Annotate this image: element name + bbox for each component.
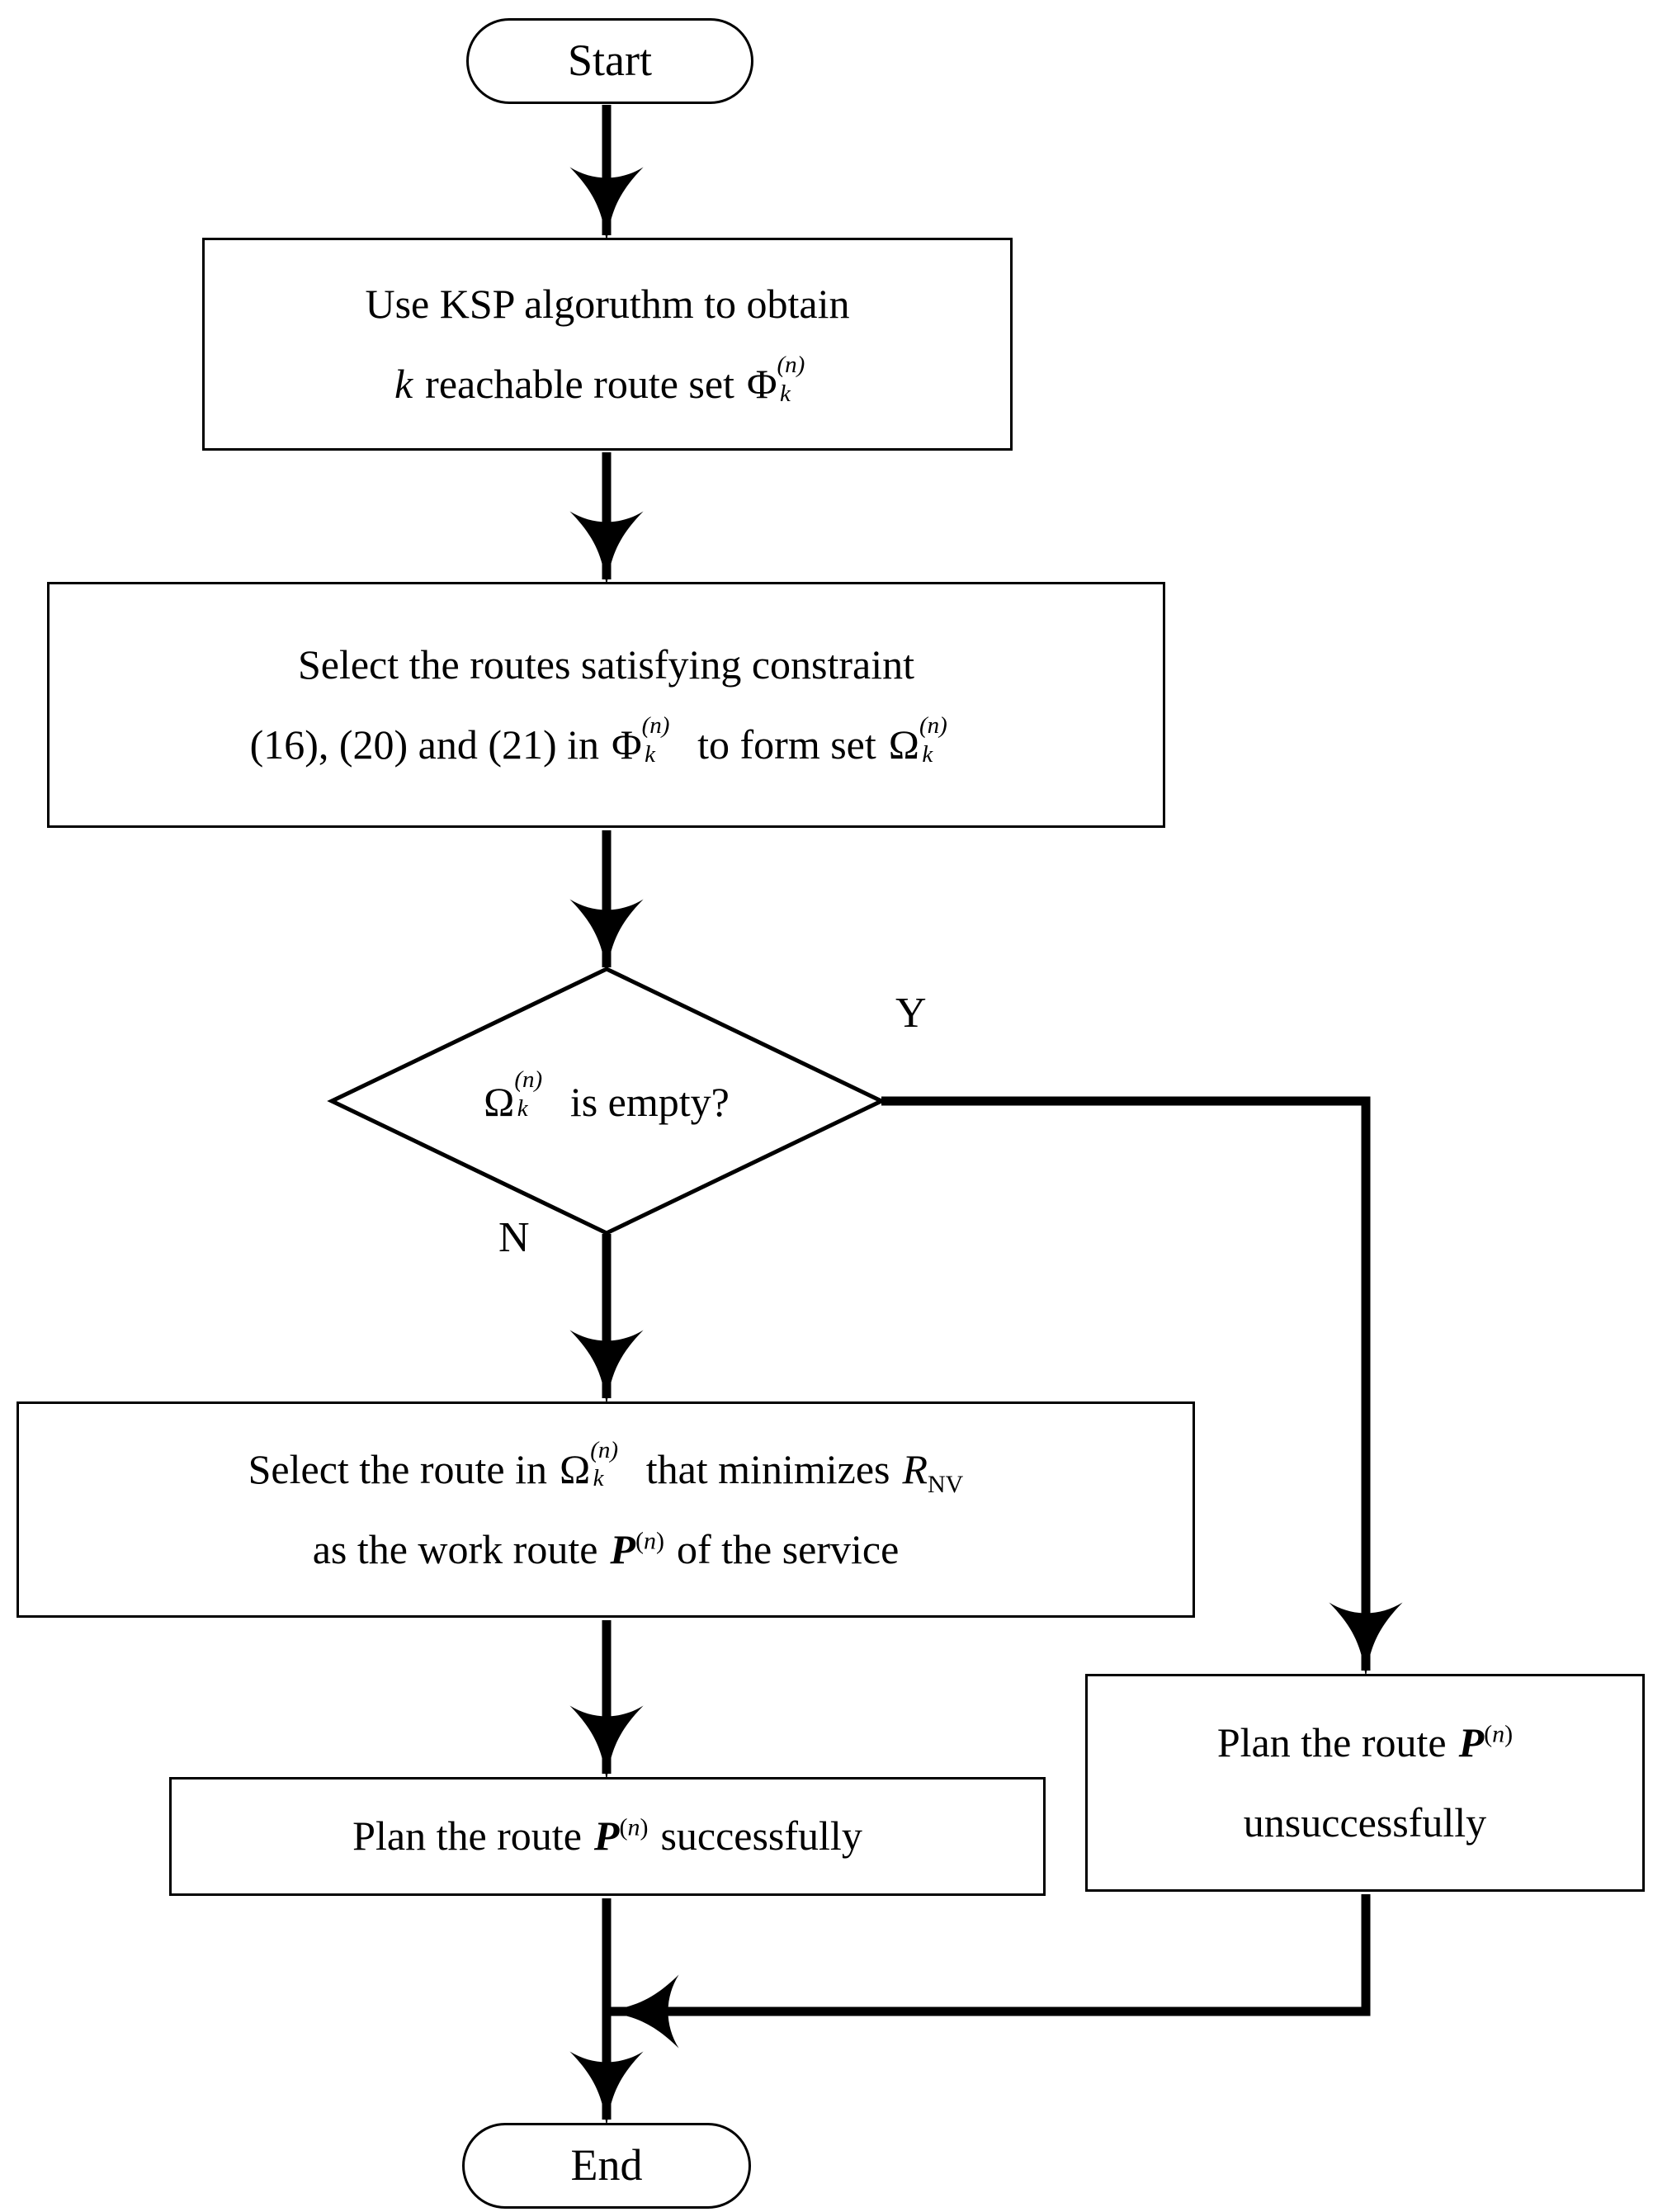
node-use-ksp-text: Use KSP algoruthm to obtain k reachable r… bbox=[365, 264, 849, 425]
decision-omega-scripts: (n)k bbox=[514, 1066, 558, 1123]
selectroute-R-var: R bbox=[902, 1445, 928, 1492]
node-select-routes-text: Select the routes satisfying constraint … bbox=[250, 625, 963, 786]
selectset-phi-scripts: (n)k bbox=[642, 712, 686, 768]
selectset-omega: Ω bbox=[888, 721, 919, 768]
success-P-var: P bbox=[593, 1813, 620, 1860]
selectroute-omega-sup: (n) bbox=[590, 1436, 619, 1463]
decision-omega: Ω bbox=[484, 1079, 515, 1125]
fail-line-2: unsuccessfully bbox=[1243, 1799, 1487, 1846]
success-P-sup: (n) bbox=[619, 1813, 649, 1841]
selectset-line-1: Select the routes satisfying constraint bbox=[297, 640, 915, 688]
decision-omega-sup: (n) bbox=[514, 1066, 543, 1094]
selectset-omega-scripts: (n)k bbox=[919, 712, 963, 768]
edge-group bbox=[569, 105, 1403, 2128]
selectroute-omega-scripts: (n)k bbox=[590, 1437, 634, 1492]
success-post: successfully bbox=[660, 1813, 862, 1860]
success-pre: Plan the route bbox=[352, 1813, 582, 1860]
edge-fail-to-merge bbox=[602, 1894, 1371, 2049]
fail-pre: Plan the route bbox=[1216, 1718, 1447, 1765]
selectroute-work-post: of the service bbox=[676, 1526, 900, 1572]
fail-P-sup: (n) bbox=[1484, 1719, 1514, 1747]
selectset-phi-sub: k bbox=[645, 740, 655, 768]
ksp-phi-scripts: (n)k bbox=[777, 352, 821, 407]
selectroute-P-var: P bbox=[610, 1526, 635, 1572]
decision-diamond bbox=[327, 967, 886, 1236]
node-use-ksp-algorithm[interactable]: Use KSP algoruthm to obtain k reachable r… bbox=[202, 238, 1013, 451]
selectset-omega-sup: (n) bbox=[919, 712, 947, 740]
node-select-routes-satisfying[interactable]: Select the routes satisfying constraint … bbox=[47, 582, 1165, 828]
selectroute-R-sub: NV bbox=[928, 1470, 964, 1498]
selectroute-mid: that minimizes bbox=[645, 1445, 890, 1492]
ksp-line-1: Use KSP algoruthm to obtain bbox=[365, 280, 850, 327]
ksp-phi-sup: (n) bbox=[777, 352, 805, 379]
ksp-phi: Φ bbox=[746, 361, 777, 407]
decision-question: is empty? bbox=[569, 1079, 730, 1125]
ksp-k-var: k bbox=[394, 361, 413, 407]
node-start-label: Start bbox=[568, 35, 652, 86]
selectset-phi-sup: (n) bbox=[641, 712, 670, 740]
selectroute-P-sup: (n) bbox=[635, 1527, 664, 1555]
selectset-mid: to form set bbox=[697, 721, 876, 768]
decision-omega-sub: k bbox=[517, 1094, 528, 1122]
fail-P-var: P bbox=[1458, 1718, 1485, 1765]
selectroute-omega-sub: k bbox=[593, 1465, 604, 1492]
selectset-constraints: (16), (20) and (21) in bbox=[249, 721, 600, 768]
node-end-label: End bbox=[570, 2140, 643, 2191]
edge-label-yes: Y bbox=[895, 990, 927, 1037]
edge-decision-yes-to-fail bbox=[881, 1096, 1403, 1679]
selectset-omega-sub: k bbox=[922, 740, 933, 768]
selectroute-line-2: as the work route P(n) of the service bbox=[248, 1510, 964, 1590]
edge-label-no: N bbox=[498, 1214, 530, 1261]
node-end[interactable]: End bbox=[462, 2123, 751, 2209]
selectset-phi: Φ bbox=[612, 721, 642, 768]
selectroute-work-pre: as the work route bbox=[312, 1526, 598, 1572]
selectroute-omega: Ω bbox=[560, 1445, 591, 1492]
ksp-mid: reachable route set bbox=[425, 361, 734, 407]
node-start[interactable]: Start bbox=[466, 18, 753, 104]
selectroute-pre: Select the route in bbox=[248, 1445, 548, 1492]
ksp-phi-sub: k bbox=[779, 380, 791, 407]
